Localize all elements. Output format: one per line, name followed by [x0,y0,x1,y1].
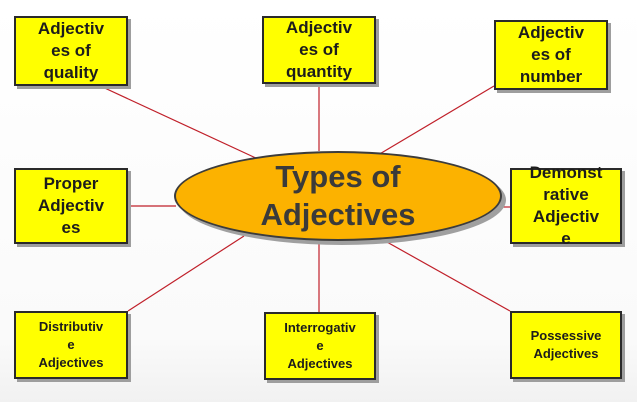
connector-distributive [127,235,245,312]
box-label: Adjectiv es of quantity [285,18,353,81]
box-label: Demonst rative Adjectiv e [529,163,603,248]
connector-possessive [377,236,511,312]
box-adjectives-of-quality: Adjectiv es of quality [14,16,128,86]
box-label: Adjectiv es of quality [37,19,105,82]
center-oval: Types of Adjectives [174,151,502,241]
box-label: Proper Adjectiv es [37,174,105,237]
box-proper-adjectives: Proper Adjectiv es [14,168,128,244]
box-adjectives-of-quantity: Adjectiv es of quantity [262,16,376,84]
center-title: Types of Adjectives [260,159,416,232]
box-label: Interrogativ e Adjectives [284,320,356,371]
box-label: Possessive Adjectives [530,328,602,361]
connector-number [377,85,495,156]
box-possessive-adjectives: Possessive Adjectives [510,311,622,379]
connector-quality [95,83,259,160]
box-interrogative-adjectives: Interrogativ e Adjectives [264,312,376,380]
box-distributive-adjectives: Distributiv e Adjectives [14,311,128,379]
box-label: Adjectiv es of number [517,23,585,86]
box-demonstrative-adjective: Demonst rative Adjectiv e [510,163,622,248]
box-adjectives-of-number: Adjectiv es of number [494,20,608,90]
box-label: Distributiv e Adjectives [38,319,104,370]
